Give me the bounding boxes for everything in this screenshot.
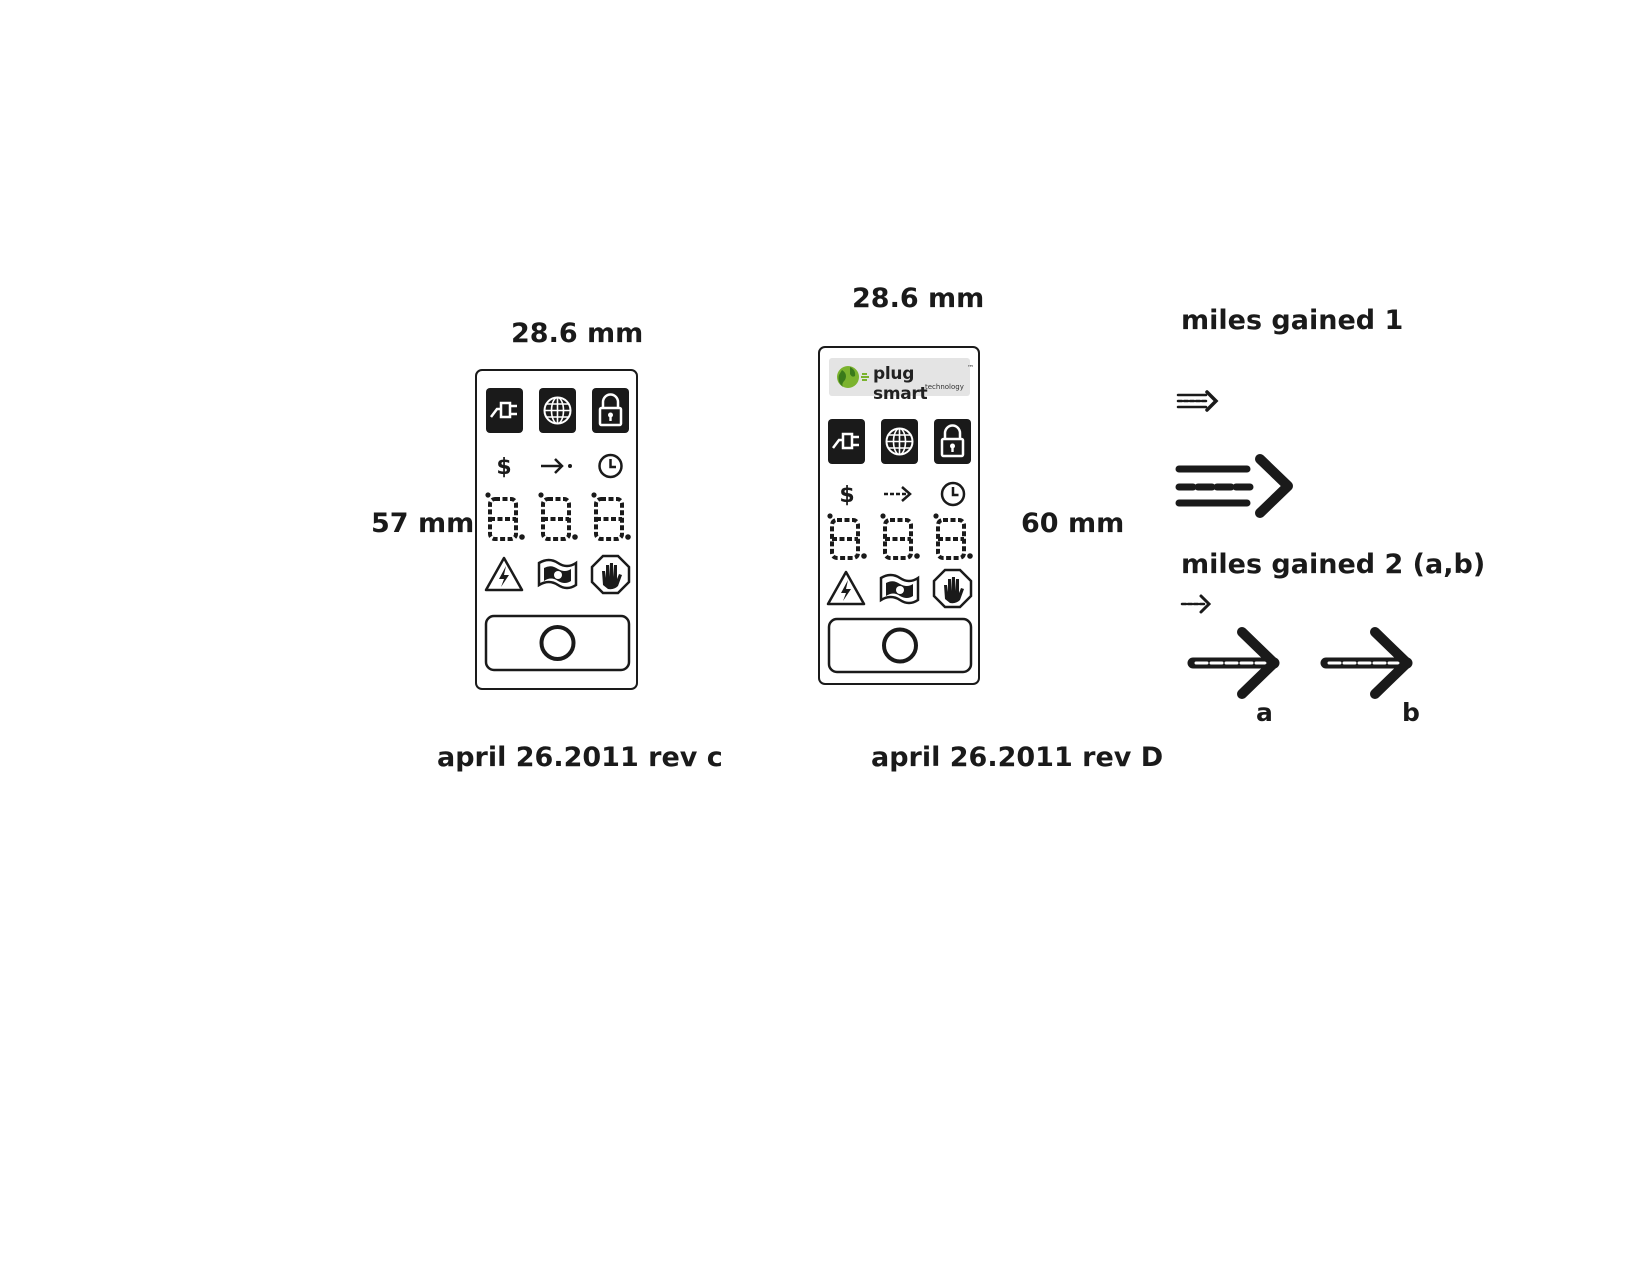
lock-icon[interactable] bbox=[934, 419, 971, 464]
digit-3 bbox=[936, 518, 966, 560]
device-d: plug smart ™ technology bbox=[818, 346, 980, 685]
device-c-width-label: 28.6 mm bbox=[511, 318, 644, 349]
plug-icon[interactable] bbox=[828, 419, 865, 464]
device-d-height-label: 60 mm bbox=[1021, 508, 1125, 539]
miles-gained-2b-icon bbox=[1320, 627, 1413, 699]
miles-gained-2a-label: a bbox=[1256, 698, 1273, 727]
miles-gained-2-small-icon bbox=[1180, 594, 1212, 614]
lightning-warning-icon bbox=[484, 556, 524, 592]
globe-icon[interactable] bbox=[539, 388, 576, 433]
lock-icon[interactable] bbox=[592, 388, 629, 433]
miles-gained-1-small-icon bbox=[1176, 390, 1219, 412]
device-c-caption: april 26.2011 rev c bbox=[437, 742, 723, 773]
logo-name: plug smart bbox=[873, 364, 928, 404]
logo-trademark: ™ bbox=[967, 364, 974, 372]
miles-gained-1-title: miles gained 1 bbox=[1181, 305, 1404, 336]
money-icon bbox=[879, 573, 920, 605]
dollar-icon: $ bbox=[496, 455, 511, 480]
lightning-warning-icon bbox=[826, 570, 866, 606]
digit-display bbox=[488, 497, 624, 541]
stop-hand-icon bbox=[932, 568, 973, 609]
digit-2 bbox=[883, 518, 913, 560]
clock-icon bbox=[940, 481, 966, 507]
logo-tagline: technology bbox=[925, 383, 964, 391]
device-d-width-label: 28.6 mm bbox=[852, 283, 985, 314]
money-icon bbox=[537, 558, 578, 590]
dashed-arrow-icon bbox=[884, 486, 912, 502]
digit-3 bbox=[594, 497, 624, 541]
arrow-dot-icon bbox=[541, 458, 572, 474]
digit-dots bbox=[485, 492, 631, 540]
digit-display bbox=[830, 518, 966, 560]
digit-1 bbox=[488, 497, 518, 541]
circle-button[interactable] bbox=[827, 617, 973, 674]
digit-1 bbox=[830, 518, 860, 560]
miles-gained-2a-icon bbox=[1187, 627, 1280, 699]
device-c: $ bbox=[475, 369, 638, 690]
dollar-icon: $ bbox=[839, 483, 854, 508]
digit-2 bbox=[541, 497, 571, 541]
miles-gained-1-large-icon bbox=[1175, 454, 1293, 518]
stop-hand-icon bbox=[590, 554, 631, 595]
globe-icon[interactable] bbox=[881, 419, 918, 464]
digit-dots bbox=[827, 513, 973, 559]
circle-button[interactable] bbox=[484, 614, 631, 672]
device-d-caption: april 26.2011 rev D bbox=[871, 742, 1164, 773]
device-c-height-label: 57 mm bbox=[371, 508, 475, 539]
clock-icon bbox=[598, 453, 623, 479]
plug-smart-logo: plug smart ™ technology bbox=[829, 358, 974, 404]
miles-gained-2-title: miles gained 2 (a,b) bbox=[1181, 549, 1486, 580]
miles-gained-2b-label: b bbox=[1402, 698, 1420, 727]
plug-icon[interactable] bbox=[486, 388, 523, 433]
